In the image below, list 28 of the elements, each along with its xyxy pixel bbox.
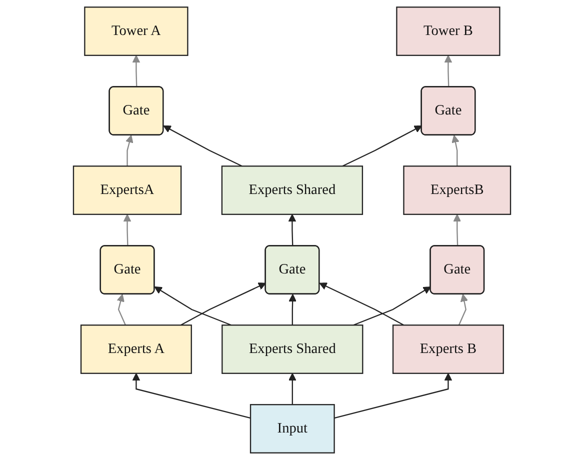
arrow bbox=[126, 134, 134, 166]
arrow bbox=[452, 134, 460, 166]
arrow bbox=[342, 125, 422, 167]
arrow bbox=[154, 286, 232, 326]
arrow bbox=[123, 214, 132, 246]
node-box: Experts B bbox=[392, 324, 504, 374]
arrow bbox=[319, 282, 404, 326]
node-box: Input bbox=[250, 404, 335, 454]
arrow bbox=[458, 294, 468, 326]
node-box: ExpertsB bbox=[403, 166, 512, 215]
arrow bbox=[180, 282, 266, 326]
node-box: ExpertsA bbox=[72, 166, 182, 215]
arrow bbox=[116, 294, 126, 326]
arrow bbox=[288, 294, 297, 326]
arrow bbox=[334, 373, 452, 419]
node-box: Tower A bbox=[84, 6, 188, 56]
arrow bbox=[163, 125, 242, 167]
node-box: Experts A bbox=[80, 324, 192, 374]
arrow bbox=[453, 214, 462, 246]
node-box: Tower B bbox=[396, 6, 500, 56]
arrow bbox=[288, 214, 296, 246]
arrow bbox=[132, 373, 251, 419]
arrow bbox=[444, 55, 452, 88]
arrow bbox=[353, 286, 432, 326]
node-box: Experts Shared bbox=[221, 166, 364, 215]
arrow bbox=[288, 373, 296, 405]
arrow bbox=[132, 55, 140, 88]
node-box: Experts Shared bbox=[222, 324, 364, 374]
